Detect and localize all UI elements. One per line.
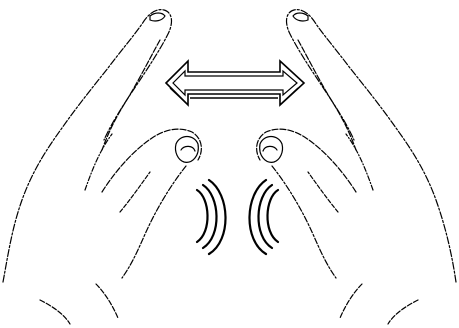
sound-waves-right-icon <box>249 180 278 254</box>
sound-waves-left-icon <box>197 180 226 254</box>
left-hand-icon <box>3 10 201 324</box>
right-hand-icon <box>257 10 456 324</box>
double-headed-arrow-icon <box>166 61 304 105</box>
